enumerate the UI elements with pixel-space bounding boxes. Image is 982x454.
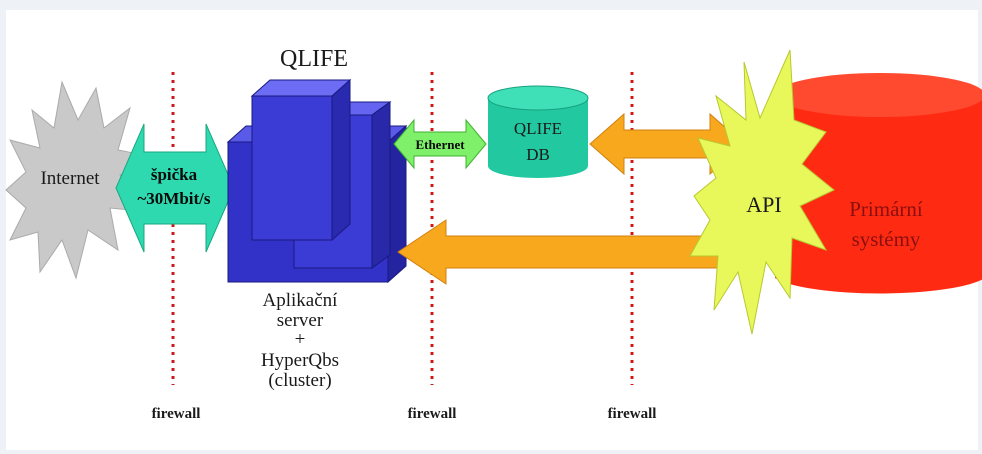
speed-arrow: [115, 123, 235, 253]
speed-label-line1: špička: [151, 165, 198, 184]
api-server-arrow: [397, 219, 731, 285]
firewall-label-1: firewall: [152, 406, 201, 422]
server-label-line4: HyperQbs: [261, 350, 339, 371]
internet-label: Internet: [40, 168, 100, 189]
db-label-line1: QLIFE: [514, 119, 562, 138]
api-label: API: [746, 192, 781, 217]
qlife-db-cylinder: [487, 85, 589, 178]
internet-cloud: [5, 80, 162, 280]
primary-label-line2: systémy: [852, 227, 921, 251]
firewall-label-3: firewall: [608, 406, 657, 422]
server-label-line3: +: [295, 329, 306, 350]
db-label-line2: DB: [526, 145, 550, 164]
server-blocks: [226, 78, 408, 284]
primary-label-line1: Primární: [849, 197, 923, 221]
firewall-label-2: firewall: [408, 406, 457, 422]
primary-systems-cylinder: [775, 73, 982, 294]
diagram-title: QLIFE: [280, 46, 348, 72]
api-starburst: [689, 49, 835, 335]
ethernet-arrow: [393, 118, 487, 170]
server-label-line2: server: [277, 310, 324, 331]
ethernet-label: Ethernet: [415, 137, 465, 152]
server-label-line1: Aplikační: [263, 290, 339, 311]
speed-label-line2: ~30Mbit/s: [137, 189, 210, 208]
server-label-line5: (cluster): [268, 370, 331, 391]
